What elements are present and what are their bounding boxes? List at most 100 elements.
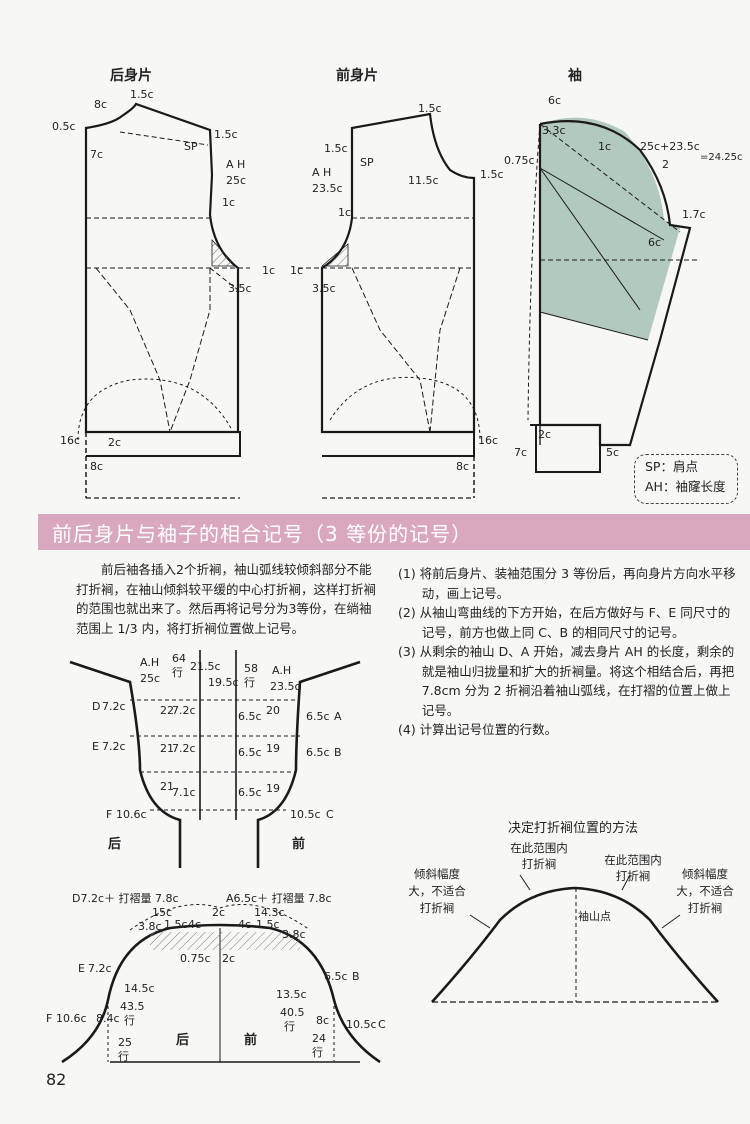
dim: 1.5c bbox=[164, 918, 188, 931]
dim: C bbox=[326, 808, 334, 821]
dim: 14.3c bbox=[254, 906, 285, 919]
dim: 8c bbox=[94, 98, 107, 111]
sleeve-label: 袖 bbox=[568, 67, 582, 84]
dim: 0.5c bbox=[52, 120, 76, 133]
dim: 58 bbox=[244, 662, 258, 675]
dim: A.H bbox=[272, 664, 291, 677]
dim: 1c bbox=[598, 140, 611, 153]
dim: 3.5c bbox=[312, 282, 336, 295]
dim: 16c bbox=[478, 434, 498, 447]
back-body-label: 后身片 bbox=[110, 67, 152, 84]
dim: 3.8c bbox=[138, 920, 162, 933]
dim: 2c bbox=[108, 436, 121, 449]
dim: 8c bbox=[456, 460, 469, 473]
step-item: (2) 从袖山弯曲线的下方开始，在后方做好与 F、E 同尺寸的记号，前方也做上同… bbox=[398, 605, 731, 640]
dim: 16c bbox=[60, 434, 80, 447]
dim: 64 bbox=[172, 652, 186, 665]
dim: 2c bbox=[538, 428, 551, 441]
dim: 7.2c bbox=[102, 740, 126, 753]
page-number: 82 bbox=[46, 1070, 67, 1089]
dim: 行 bbox=[244, 676, 255, 689]
dim: 19 bbox=[266, 782, 280, 795]
dim: B bbox=[334, 746, 342, 759]
dim: 10.5c bbox=[346, 1018, 377, 1031]
dim: 6.5c bbox=[238, 746, 262, 759]
dim: 0.75c bbox=[180, 952, 211, 965]
dim: E bbox=[78, 962, 85, 975]
dim: 14.5c bbox=[124, 982, 155, 995]
legend-sp: SP：肩点 bbox=[645, 459, 698, 474]
dim: A bbox=[334, 710, 342, 723]
dim: A H bbox=[312, 166, 331, 179]
dim: 0.75c bbox=[504, 154, 535, 167]
dim: 1c bbox=[262, 264, 275, 277]
sleeve-cap-diagram bbox=[61, 904, 381, 1064]
dim: 6.5c bbox=[324, 970, 348, 983]
method-title: 决定打折裥位置的方法 bbox=[508, 820, 638, 836]
dim: 行 bbox=[118, 1050, 129, 1063]
dim: 7.2c bbox=[172, 742, 196, 755]
pleat-method-diagram bbox=[431, 874, 719, 1003]
dim: 7.2c bbox=[102, 700, 126, 713]
dim: 1.5c bbox=[324, 142, 348, 155]
dim: 1.5c bbox=[214, 128, 238, 141]
dim: 10.6c bbox=[116, 808, 147, 821]
dim: 1.7c bbox=[682, 208, 706, 221]
dim: 1c bbox=[338, 206, 351, 219]
dim: =24.25c bbox=[700, 152, 743, 163]
dim: A.H bbox=[140, 656, 159, 669]
dim: 10.6c bbox=[56, 1012, 87, 1025]
dim: 4c bbox=[238, 918, 251, 931]
dim: 22 bbox=[160, 704, 174, 717]
dim: 2c bbox=[222, 952, 235, 965]
dim: D7.2c＋ 打褶量 7.8c bbox=[72, 891, 179, 905]
dim: 11.5c bbox=[408, 174, 439, 187]
dim: 7c bbox=[90, 148, 103, 161]
dim: 43.5 bbox=[120, 1000, 145, 1013]
dim: 7c bbox=[514, 446, 527, 459]
dim: 行 bbox=[312, 1046, 323, 1059]
dim: 3.5c bbox=[228, 282, 252, 295]
dim: 19.5c bbox=[208, 676, 239, 689]
intro-paragraph: 前后袖各插入2个折裥，袖山弧线较倾斜部分不能打折裥，在袖山倾斜较平缓的中心打折裥… bbox=[76, 562, 377, 636]
dim: 6.5c bbox=[238, 786, 262, 799]
dim: F bbox=[46, 1012, 52, 1025]
dim: 3.8c bbox=[282, 928, 306, 941]
front-label: 前 bbox=[292, 836, 305, 852]
note-in-range-left: 在此范围内打折裥 bbox=[510, 841, 568, 871]
dim: 15c bbox=[152, 906, 172, 919]
dim: 1.5c bbox=[130, 88, 154, 101]
dim: 行 bbox=[284, 1020, 295, 1033]
step-item: (4) 计算出记号位置的行数。 bbox=[398, 722, 558, 737]
dim: 1.5c bbox=[418, 102, 442, 115]
dim: 1.5c bbox=[480, 168, 504, 181]
dim: 1.5c bbox=[256, 918, 280, 931]
dim: 3.3c bbox=[542, 124, 566, 137]
dim: B bbox=[352, 970, 360, 983]
dim: 行 bbox=[172, 666, 183, 679]
dim: 行 bbox=[124, 1014, 135, 1027]
dim: 25c+23.5c bbox=[640, 140, 700, 153]
dim: 7.2c bbox=[172, 704, 196, 717]
legend-ah: AH：袖窿长度 bbox=[645, 479, 726, 494]
dim: 19 bbox=[266, 742, 280, 755]
dim: 40.5 bbox=[280, 1006, 305, 1019]
front-body-label: 前身片 bbox=[336, 67, 378, 84]
dim: 21 bbox=[160, 742, 174, 755]
note-steep-right: 倾斜幅度大，不适合打折裥 bbox=[676, 867, 734, 915]
steps-list: (1) 将前后身片、装袖范围分 3 等份后，再向身片方向水平移动，画上记号。 (… bbox=[398, 564, 738, 740]
dim: 25 bbox=[118, 1036, 132, 1049]
step-item: (1) 将前后身片、装袖范围分 3 等份后，再向身片方向水平移动，画上记号。 bbox=[398, 566, 736, 601]
dim: 8c bbox=[90, 460, 103, 473]
dim: 4c bbox=[188, 918, 201, 931]
dim: C bbox=[378, 1018, 386, 1031]
dim: A H bbox=[226, 158, 245, 171]
dim: 8.4c bbox=[96, 1012, 120, 1025]
dim: 10.5c bbox=[290, 808, 321, 821]
dim: 13.5c bbox=[276, 988, 307, 1001]
dim: 25c bbox=[226, 174, 246, 187]
dim: F bbox=[106, 808, 112, 821]
back-body-diagram bbox=[77, 102, 250, 499]
front-body-diagram bbox=[298, 112, 481, 499]
